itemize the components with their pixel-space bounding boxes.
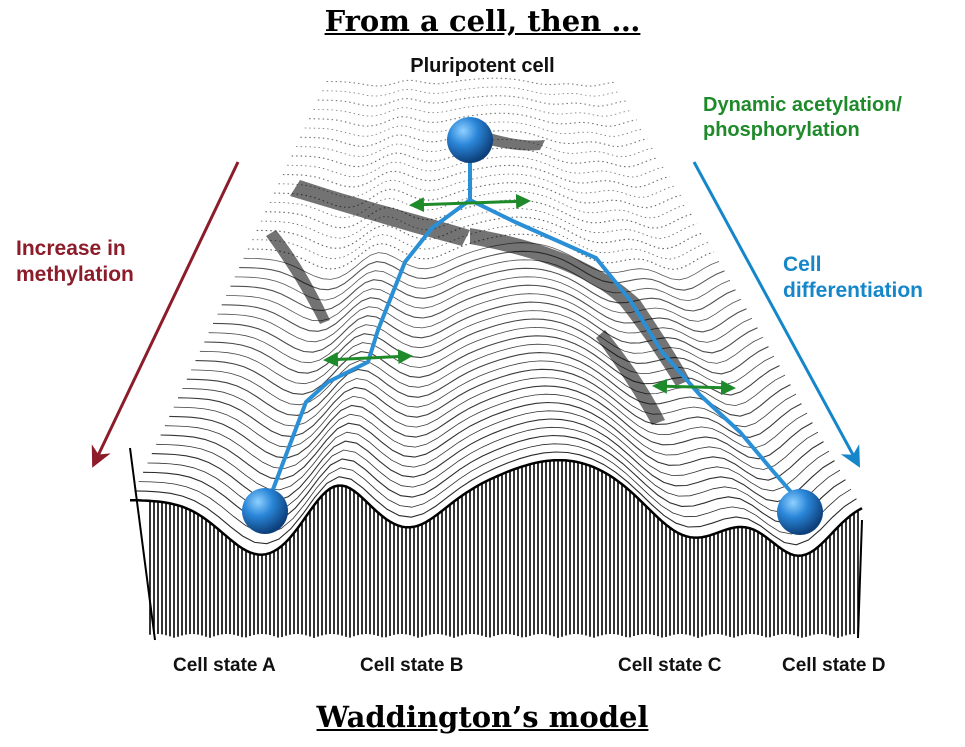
shading-streak (596, 330, 665, 425)
landscape-front-edge (130, 458, 863, 557)
contour-line (164, 393, 819, 470)
contour-line (173, 377, 808, 449)
acetylation-arrow-right (652, 378, 736, 396)
contour-line (186, 352, 791, 417)
cell-state-d-ball (777, 489, 823, 535)
landscape-shading (266, 130, 690, 425)
landscape-base-hatching (129, 447, 863, 641)
contour-line (221, 284, 747, 333)
acetylation-label-line2: phosphorylation (703, 119, 860, 141)
base-side-line (857, 519, 863, 639)
contour-line (160, 401, 824, 481)
base-side-line (129, 447, 156, 641)
differentiation-label-line1: Cell (783, 253, 822, 276)
contour-line (317, 95, 626, 107)
differentiation-path-right (469, 198, 800, 502)
contour-line (300, 130, 648, 148)
contour-line (134, 451, 857, 546)
contour-line (282, 164, 670, 188)
acetylation-label: Dynamic acetylation/ phosphorylation (703, 93, 902, 143)
contour-line (247, 233, 714, 271)
acetylation-arrow-top (409, 193, 531, 213)
differentiation-label: Cell differentiation (783, 252, 923, 305)
pluripotent-ball (447, 117, 493, 163)
shading-streak (266, 230, 330, 324)
contour-line (313, 104, 632, 117)
cell-state-b-label: Cell state B (360, 655, 464, 676)
differentiation-label-line2: differentiation (783, 279, 923, 303)
contour-line (182, 360, 797, 428)
contour-line (256, 216, 703, 250)
methylation-arrow (91, 161, 240, 468)
contour-line (309, 112, 637, 127)
contour-line (239, 250, 725, 291)
pluripotent-cell-label: Pluripotent cell (0, 54, 965, 79)
contour-line (217, 293, 753, 343)
differentiation-arrow (692, 161, 861, 468)
methylation-label: Increase in methylation (16, 236, 134, 289)
contour-line (322, 86, 621, 97)
contour-line (191, 343, 786, 407)
figure-title: From a cell, then … (324, 4, 641, 38)
cell-state-d-label: Cell state D (782, 655, 886, 676)
cell-state-a-label: Cell state A (173, 655, 276, 676)
contour-line (326, 77, 615, 87)
figure-caption: Waddington’s model (316, 700, 649, 734)
acetylation-label-line1: Dynamic acetylation/ (703, 94, 902, 116)
cell-state-a-ball (242, 488, 288, 534)
contour-line (212, 301, 758, 354)
cell-state-c-label: Cell state C (618, 655, 722, 676)
shading-streak (290, 180, 470, 246)
contour-line (177, 368, 802, 438)
contour-line (287, 156, 665, 178)
contour-line (226, 276, 742, 322)
methylation-label-line2: methylation (16, 263, 134, 287)
shading-streak (470, 228, 690, 386)
methylation-label-line1: Increase in (16, 237, 126, 260)
pluripotent-cell-text: Pluripotent cell (410, 55, 555, 77)
contour-line (169, 385, 813, 460)
acetylation-arrow-middle (323, 349, 413, 367)
landscape-surface-lines (134, 77, 857, 546)
contour-line (243, 242, 720, 281)
shading-streak (478, 130, 545, 151)
